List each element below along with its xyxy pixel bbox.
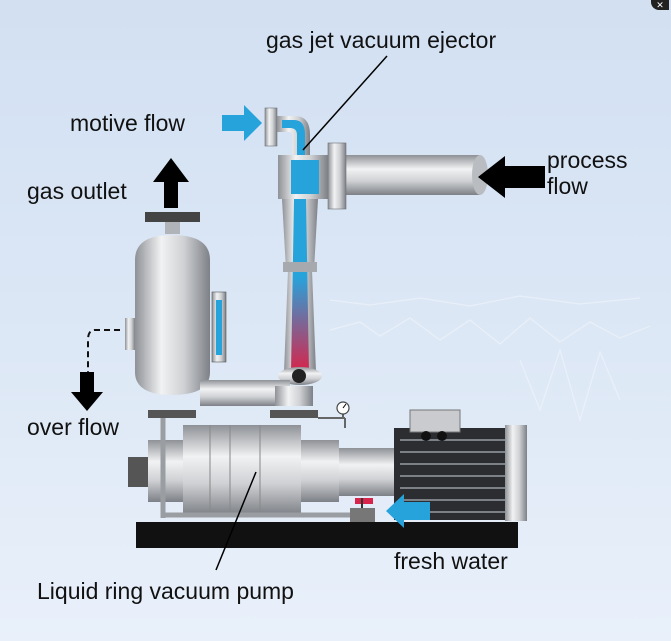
label-gas-outlet: gas outlet (27, 178, 127, 204)
pressure-gauge (318, 401, 350, 428)
label-over-flow: over flow (27, 414, 120, 440)
close-icon[interactable]: ✕ (651, 0, 669, 10)
leader-ejector (302, 55, 388, 151)
process-pipe (327, 142, 488, 210)
arrow-up-black-icon (153, 158, 189, 208)
label-fresh-water: fresh water (394, 548, 508, 574)
arrow-down-black-icon (71, 372, 103, 411)
electric-motor (339, 409, 527, 521)
background-waveform (329, 295, 651, 423)
label-process-flow: process flow (547, 147, 628, 200)
fresh-water-line (160, 418, 375, 522)
arrow-right-blue-icon (222, 105, 262, 141)
base-plate (136, 522, 518, 548)
leader-pump (215, 471, 257, 571)
arrow-left-black-icon (478, 156, 545, 198)
liquid-ring-pump-body (128, 425, 339, 515)
label-liquid-ring-vacuum-pump: Liquid ring vacuum pump (37, 578, 294, 604)
label-gas-jet-vacuum-ejector: gas jet vacuum ejector (266, 27, 497, 53)
ejector-body (264, 107, 328, 385)
arrow-left-blue-icon (386, 494, 430, 528)
label-motive-flow: motive flow (70, 110, 186, 136)
separator-tank (87, 212, 227, 395)
